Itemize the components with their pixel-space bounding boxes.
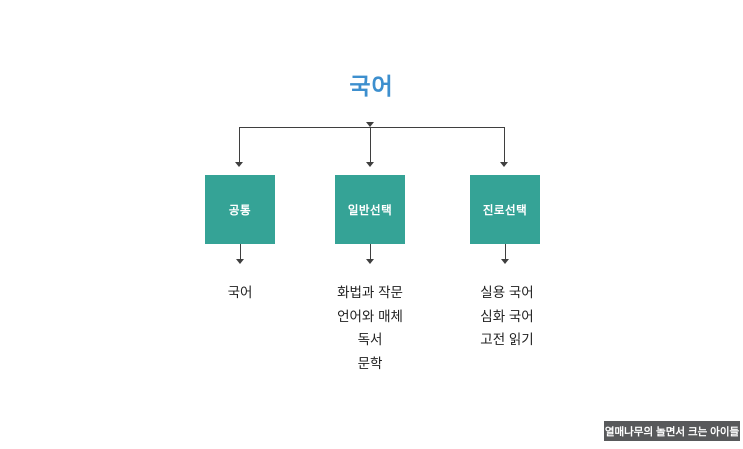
- arrow-down-icon: [366, 122, 374, 127]
- connector-vertical-line: [240, 244, 241, 259]
- arrow-down-icon: [366, 162, 374, 167]
- category-label: 진로선택: [482, 204, 528, 217]
- connector-horizontal-line: [239, 127, 505, 128]
- arrow-down-icon: [235, 162, 243, 167]
- course-list-career-elective: 실용 국어 심화 국어 고전 읽기: [447, 281, 567, 352]
- connector-vertical-line: [239, 128, 240, 162]
- course-item: 문학: [357, 355, 383, 371]
- category-label: 공통: [228, 204, 252, 217]
- course-item: 고전 읽기: [480, 332, 534, 347]
- course-item: 실용 국어: [480, 285, 534, 300]
- course-list-general-elective: 화법과 작문 언어와 매체 독서 문학: [310, 281, 430, 375]
- watermark-badge: 열매나무의 놀면서 크는 아이들: [604, 421, 740, 441]
- arrow-down-icon: [501, 259, 509, 264]
- category-box-career-elective: 진로선택: [470, 175, 540, 244]
- course-item: 심화 국어: [480, 308, 534, 324]
- connector-vertical-line: [370, 128, 371, 162]
- course-item: 언어와 매체: [337, 308, 403, 324]
- course-list-common: 국어: [190, 281, 290, 305]
- arrow-down-icon: [236, 259, 244, 264]
- course-item: 독서: [357, 332, 383, 347]
- connector-vertical-line: [505, 244, 506, 259]
- connector-vertical-line: [504, 128, 505, 162]
- category-box-common: 공통: [205, 175, 275, 244]
- diagram-title: 국어: [349, 73, 394, 99]
- course-item: 국어: [227, 285, 253, 300]
- arrow-down-icon: [500, 162, 508, 167]
- arrow-down-icon: [366, 259, 374, 264]
- watermark-text: 열매나무의 놀면서 크는 아이들: [604, 425, 740, 438]
- category-label: 일반선택: [347, 204, 393, 217]
- category-box-general-elective: 일반선택: [335, 175, 405, 244]
- connector-vertical-line: [370, 244, 371, 259]
- course-item: 화법과 작문: [337, 285, 403, 300]
